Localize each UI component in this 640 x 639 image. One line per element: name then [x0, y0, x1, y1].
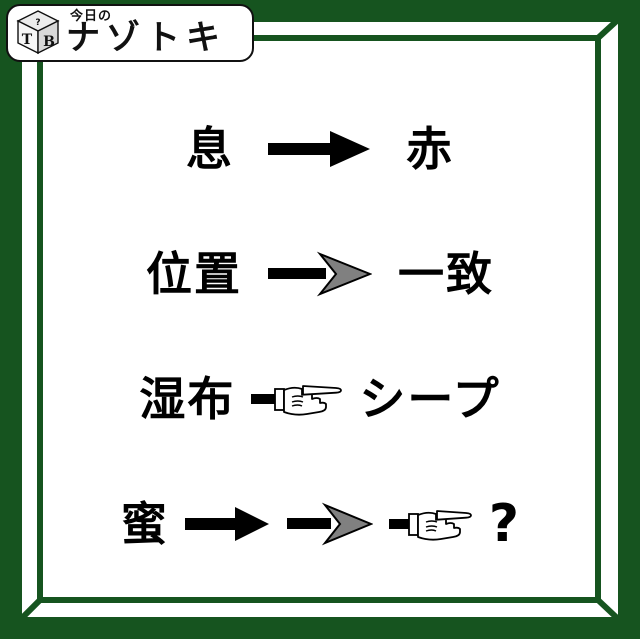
row-2-left-term: 位置: [146, 246, 242, 301]
pointing-hand-icon: [388, 500, 473, 548]
puzzle-row-1: 息 赤: [48, 86, 592, 211]
solid-arrow-icon: [268, 127, 372, 171]
puzzle-row-4: 蜜: [48, 461, 592, 586]
svg-text:B: B: [43, 34, 55, 50]
puzzle-row-3: 湿布 シープ: [48, 336, 592, 461]
row-3-left-term: 湿布: [139, 371, 236, 426]
gray-dart-arrow-icon: [268, 250, 372, 298]
gray-dart-arrow-icon: [286, 500, 373, 548]
logo-main-label: ナゾトキ: [66, 18, 226, 59]
frame-corner-diagonal-br: [595, 597, 635, 635]
row-4-left-term: 蜜: [120, 496, 169, 551]
row-4-answer-question-mark: ?: [488, 493, 520, 554]
row-3-right-term: シープ: [359, 371, 501, 426]
row-1-left-term: 息: [186, 121, 234, 176]
row-1-right-term: 赤: [406, 121, 454, 176]
row-2-right-term: 一致: [398, 246, 494, 301]
logo-text-group: 今日の ナゾトキ: [66, 7, 226, 59]
logo-badge: ? T B 今日の ナゾトキ: [6, 4, 254, 62]
svg-text:?: ?: [35, 18, 40, 28]
cube-logo-icon: ? T B: [16, 10, 60, 55]
svg-text:T: T: [22, 32, 33, 48]
frame-corner-diagonal-tr: [595, 13, 625, 41]
puzzle-rows-container: 息 赤 位置: [48, 86, 592, 586]
frame-corner-diagonal-bl: [5, 597, 43, 635]
puzzle-row-2: 位置 一致: [48, 211, 592, 336]
pointing-hand-icon: [251, 375, 343, 423]
solid-arrow-icon: [184, 502, 271, 546]
